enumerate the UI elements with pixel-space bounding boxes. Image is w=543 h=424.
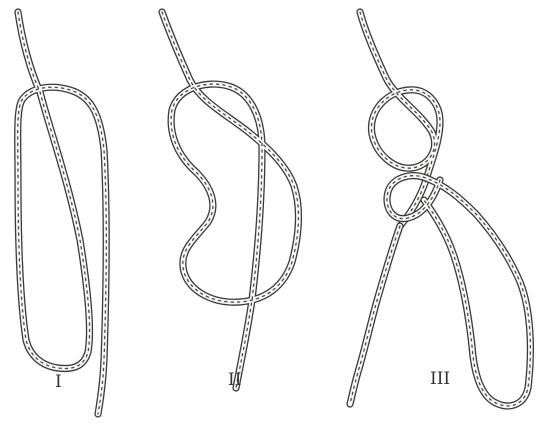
stage-1-running-end-rope-body <box>18 12 107 414</box>
stage-2-rope <box>162 12 298 388</box>
stage-3-rope <box>350 12 530 406</box>
stage-2-standing-part <box>162 12 298 388</box>
stage-2-standing-part-rope-body <box>162 12 298 388</box>
stage-1-label: I <box>55 374 62 391</box>
stage-1-running-end <box>18 12 107 414</box>
stage-3-label: III <box>430 371 450 388</box>
stage-3-running-end-rope-body <box>350 226 400 404</box>
stage-3-standing-part <box>360 12 440 226</box>
stage-3-running-end <box>350 226 400 404</box>
stage-2-label: II <box>228 372 241 389</box>
stage-1-rope <box>18 12 107 414</box>
